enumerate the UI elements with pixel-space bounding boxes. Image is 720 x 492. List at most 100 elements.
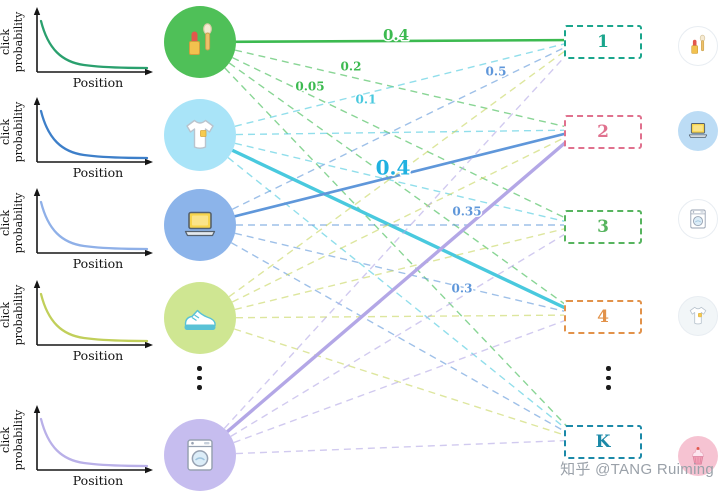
edge-item0-pos4 [199,41,581,441]
decay-curve [39,19,149,70]
y-axis-arrow [33,405,41,413]
ranked-item-1 [678,26,718,66]
edge-item2-pos0 [199,39,581,226]
y-axis-arrow [33,280,41,288]
x-axis-label: Position [73,473,123,488]
edge-item1-pos3 [199,133,581,317]
edge-item3-pos3 [199,314,581,319]
positions-ellipsis [606,366,611,390]
edge-item2-pos1 [199,128,581,227]
washer-icon [686,207,710,231]
sneaker-icon [180,298,220,338]
decay-curve [39,417,149,468]
position-label: 3 [597,217,609,237]
click-probability-chart: click probability Position [0,275,162,367]
y-axis-arrow [33,97,41,105]
edge-item4-pos2 [199,224,581,456]
edge-item2-pos3 [199,224,581,316]
decay-curve [39,109,149,160]
item-laptop [164,189,236,261]
position-box-3: 3 [564,210,642,244]
item-washing-machine [164,419,236,491]
edge-item3-pos2 [199,224,581,319]
edge-weight-label: 0.4 [376,156,411,180]
y-axis-label: click [0,427,12,453]
x-axis-label: Position [73,348,123,363]
y-axis-label: click [0,210,12,236]
edge-item0-pos0 [199,38,581,44]
edge-item1-pos1 [199,129,581,136]
x-axis-label: Position [73,75,123,90]
x-axis-label: Position [73,165,123,180]
x-axis-label: Position [73,256,123,271]
lipstick-icon [686,34,710,58]
y-axis-label: probability [12,192,25,254]
position-label: K [595,432,611,452]
edge-weight-label: 0.1 [356,93,377,107]
x-axis-arrow [145,466,153,474]
decay-curve [39,292,149,343]
y-axis-label: click [0,302,12,328]
y-axis-label: probability [12,284,25,346]
edge-weight-label: 0.35 [452,205,481,219]
position-box-4: 4 [564,300,642,334]
y-axis-arrow [33,188,41,196]
edge-item1-pos4 [199,134,581,441]
item-tshirt [164,99,236,171]
position-label: 1 [597,32,609,52]
y-axis-label: probability [12,11,25,73]
edge-weight-label: 0.5 [486,65,507,79]
x-axis-arrow [145,68,153,76]
y-axis-label: click [0,119,12,145]
edge-item1-pos2 [199,134,581,226]
x-axis-arrow [145,249,153,257]
y-axis-label: click [0,29,12,55]
washer-icon [180,435,220,475]
position-box-1: 1 [564,25,642,59]
item-lipstick [164,6,236,78]
edge-item3-pos4 [199,317,581,441]
edge-item4-pos0 [199,39,581,456]
edge-item0-pos2 [199,41,581,226]
click-probability-chart: click probability Position [0,183,162,275]
ranked-item-3 [678,199,718,239]
items-ellipsis [197,366,202,390]
tshirt-icon [686,304,710,328]
edge-weight-label: 0.05 [295,80,324,94]
decay-curve [39,200,149,251]
watermark: 知乎 @TANG Ruiming [560,461,714,478]
x-axis-arrow [145,341,153,349]
position-box-2: 2 [564,115,642,149]
edge-weight-label: 0.3 [452,282,473,296]
y-axis-arrow [33,7,41,15]
click-probability-chart: click probability Position [0,2,162,94]
ranked-item-5 [678,436,718,476]
edge-weight-label: 0.2 [341,60,362,74]
edge-item4-pos3 [199,314,581,456]
click-probability-chart: click probability Position [0,400,162,492]
lipstick-icon [180,22,220,62]
edge-item3-pos1 [199,129,581,319]
position-label: 2 [597,122,609,142]
position-box-K: K [564,425,642,459]
y-axis-label: probability [12,101,25,163]
click-probability-chart: click probability Position [0,92,162,184]
edge-item2-pos4 [199,224,581,441]
tshirt-icon [180,115,220,155]
x-axis-arrow [145,158,153,166]
item-sneaker [164,282,236,354]
edge-item0-pos1 [199,41,581,131]
laptop-icon [686,119,710,143]
edge-item1-pos0 [199,39,581,136]
ranked-item-4 [678,296,718,336]
ranked-item-2 [678,111,718,151]
edge-item3-pos0 [199,39,581,319]
edge-item4-pos1 [198,128,582,457]
y-axis-label: probability [12,409,25,471]
cake-icon [686,444,710,468]
edge-weight-label: 0.4 [383,26,409,44]
edge-item4-pos4 [199,439,581,456]
position-label: 4 [597,307,609,327]
